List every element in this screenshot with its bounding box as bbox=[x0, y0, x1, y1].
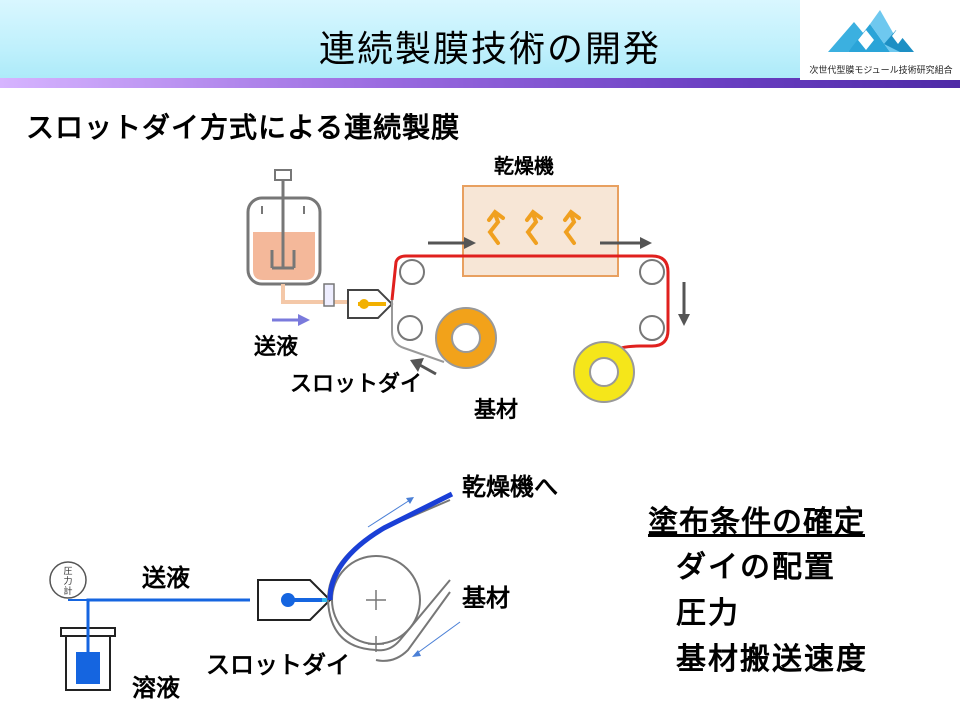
slot-die-label-bottom: スロットダイ bbox=[206, 651, 350, 679]
conditions-heading: 塗布条件の確定 bbox=[648, 505, 865, 540]
substrate-label-bottom: 基材 bbox=[462, 584, 510, 612]
direction-arrow-icon bbox=[464, 237, 476, 249]
direction-arrow-icon bbox=[406, 497, 414, 504]
dryer-label: 乾燥機 bbox=[494, 154, 554, 178]
substrate-label-top: 基材 bbox=[474, 398, 519, 423]
feed-label-bottom: 送液 bbox=[142, 564, 190, 592]
logo bbox=[800, 0, 960, 80]
guide-roller bbox=[639, 315, 665, 341]
feed-label-top: 送液 bbox=[254, 335, 299, 360]
film-web-red bbox=[390, 254, 670, 348]
direction-arrow-icon bbox=[640, 237, 652, 249]
to-dryer-label: 乾燥機へ bbox=[462, 473, 558, 501]
pressure-gauge-char: 圧 bbox=[63, 566, 72, 577]
header-accent-line bbox=[0, 78, 960, 88]
guide-roller bbox=[399, 259, 425, 285]
condition-item: 圧力 bbox=[676, 596, 740, 631]
slot-die-label-top: スロットダイ bbox=[290, 372, 423, 397]
guide-roller bbox=[639, 259, 665, 285]
condition-item: ダイの配置 bbox=[676, 550, 836, 585]
guide-roller bbox=[397, 315, 423, 341]
heat-arrow-icon bbox=[487, 209, 581, 245]
direction-arrow-icon bbox=[412, 650, 421, 657]
logo-caption: 次世代型膜モジュール技術研究組合 bbox=[809, 66, 953, 76]
condition-item: 基材搬送速度 bbox=[676, 642, 868, 677]
pressure-gauge-char: 力 bbox=[63, 575, 72, 587]
pressure-gauge-icon bbox=[49, 561, 87, 599]
section-subtitle: スロットダイ方式による連続製膜 bbox=[26, 111, 461, 144]
page-title: 連続製膜技術の開発 bbox=[318, 29, 661, 70]
solution-tank bbox=[246, 169, 322, 286]
pressure-gauge-char: 計 bbox=[63, 585, 72, 597]
solution-label: 溶液 bbox=[132, 674, 180, 702]
direction-arrow-icon bbox=[678, 314, 690, 326]
flow-meter-icon bbox=[323, 283, 335, 307]
direction-arrow-icon bbox=[410, 358, 424, 372]
logo-mark-icon bbox=[828, 10, 914, 52]
feed-arrow-icon bbox=[298, 314, 310, 326]
coated-film-blue bbox=[327, 491, 454, 601]
substrate-web-grey bbox=[391, 300, 445, 363]
